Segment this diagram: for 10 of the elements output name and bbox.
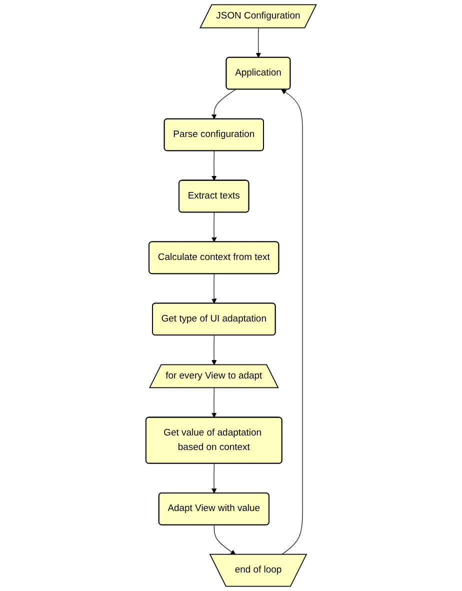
arrow bbox=[211, 463, 217, 494]
arrow bbox=[211, 274, 217, 304]
arrow bbox=[256, 28, 261, 58]
arrow bbox=[211, 89, 236, 120]
arrow bbox=[281, 89, 303, 555]
arrow bbox=[211, 388, 217, 418]
arrow bbox=[214, 524, 236, 555]
arrow bbox=[211, 212, 217, 242]
arrow bbox=[211, 335, 217, 366]
arrow bbox=[211, 150, 217, 181]
